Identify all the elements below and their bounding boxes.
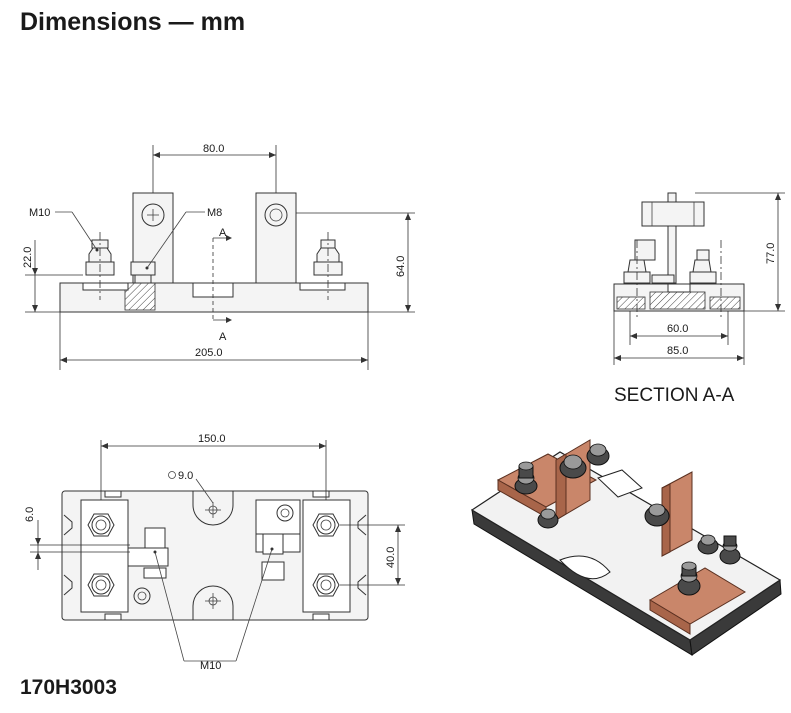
top-slot-top <box>192 491 234 526</box>
section-label: SECTION A-A <box>614 385 735 406</box>
front-blade-right <box>255 192 297 284</box>
front-bolt-right <box>264 203 288 227</box>
dim-205: 205.0 <box>195 347 223 359</box>
section-bolt <box>641 201 705 227</box>
render-bolt-8 <box>677 561 701 596</box>
render-bolt-6 <box>697 534 719 555</box>
top-slot-bottom <box>192 585 234 620</box>
render-bolt-7 <box>719 535 741 565</box>
dim-80: 80.0 <box>203 143 224 155</box>
front-nut-m8 <box>130 261 156 276</box>
dim-150: 150.0 <box>198 433 226 445</box>
dim-60: 60.0 <box>667 323 688 335</box>
top-bolt-small-right <box>276 504 294 522</box>
dim-77: 77.0 <box>765 243 777 264</box>
part-number: 170H3003 <box>20 676 117 699</box>
top-bolt-small-left <box>133 587 151 605</box>
dim-40: 40.0 <box>385 547 397 568</box>
top-bolt-tr <box>312 513 340 537</box>
top-m10-nut-left <box>144 527 166 549</box>
label-m8-front: M8 <box>207 207 222 219</box>
top-bolt-br <box>312 573 340 597</box>
dim-85: 85.0 <box>667 345 688 357</box>
render-bolt-2 <box>559 454 587 479</box>
dim-hole-9: 9.0 <box>178 470 193 482</box>
top-bolt-tl <box>87 513 115 537</box>
dim-22: 22.0 <box>22 247 34 268</box>
top-view: 150.0 9.0 6.0 40.0 M10 <box>24 433 405 672</box>
front-base-hatch <box>124 282 156 311</box>
front-bolt-left <box>141 203 165 227</box>
label-m10-top: M10 <box>200 660 221 672</box>
label-m10-front: M10 <box>29 207 50 219</box>
render-bolt-3 <box>586 443 610 466</box>
page-title: Dimensions — mm <box>20 8 246 36</box>
isometric-render <box>470 439 782 656</box>
top-m10-nut-right <box>262 533 284 555</box>
section-view: 77.0 60.0 85.0 <box>613 192 785 365</box>
front-view: A A 80.0 205.0 22.0 64.0 M10 M8 <box>22 143 415 370</box>
render-bolt-5 <box>644 503 670 527</box>
render-bolt-4 <box>537 508 559 529</box>
dim-64: 64.0 <box>395 256 407 277</box>
top-bolt-bl <box>87 573 115 597</box>
section-mark-top: A <box>219 227 227 239</box>
hole-symbol-icon <box>168 471 176 479</box>
render-bolt-1 <box>514 461 538 495</box>
dim-6: 6.0 <box>24 507 36 522</box>
section-mark-bottom: A <box>219 331 227 343</box>
